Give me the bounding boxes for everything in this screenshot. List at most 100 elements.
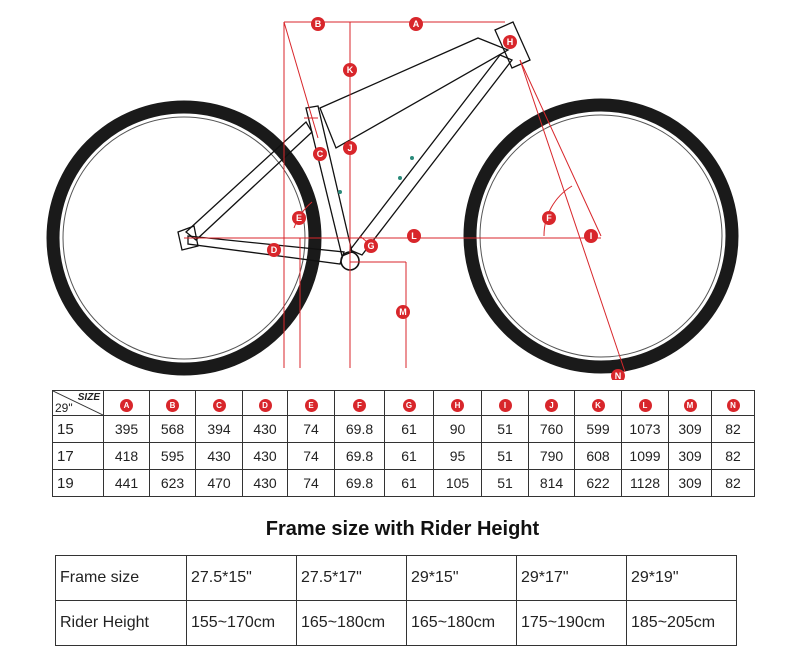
badge-h-label: H	[507, 37, 514, 47]
col-header-n: N	[711, 390, 755, 416]
badge-b-label: B	[315, 19, 322, 29]
col-header-g: G	[384, 390, 434, 416]
table-cell: 90	[433, 415, 482, 443]
badge-l: L	[407, 229, 421, 243]
badge-e-label: E	[296, 213, 302, 223]
table-cell: 1128	[621, 469, 669, 497]
col-header-m: M	[668, 390, 712, 416]
badge-h: H	[503, 35, 517, 49]
table-cell: 29*15"	[406, 555, 517, 601]
table-cell: 309	[668, 442, 712, 470]
badge-b: B	[311, 17, 325, 31]
badge-i-label: I	[590, 231, 593, 241]
col-header-e: E	[287, 390, 335, 416]
col-badge: A	[120, 398, 133, 412]
table-cell: 185~205cm	[626, 600, 737, 646]
table-row: 15 395 568 394 430 74 69.8 61 90 51 760 …	[52, 415, 755, 443]
dimension-badges: A B C D E F G H I J K L M N	[267, 17, 625, 380]
geometry-header-row: SIZE 29" A B C D E F G H I J K L M N	[52, 390, 755, 416]
col-badge: F	[353, 398, 366, 412]
rider-height-table: Frame size 27.5*15" 27.5*17" 29*15" 29*1…	[55, 555, 737, 646]
col-header-j: J	[528, 390, 575, 416]
col-badge: H	[451, 398, 464, 412]
table-cell: 470	[195, 469, 243, 497]
wheel-size-header: 29"	[55, 401, 73, 415]
table-cell: 430	[242, 469, 288, 497]
badge-i: I	[584, 229, 598, 243]
table-cell: 69.8	[334, 469, 385, 497]
col-header-k: K	[574, 390, 622, 416]
table-cell: 1099	[621, 442, 669, 470]
table-cell: 69.8	[334, 442, 385, 470]
col-badge: M	[683, 398, 697, 412]
badge-g-label: G	[367, 241, 374, 251]
table-cell: 105	[433, 469, 482, 497]
badge-e: E	[292, 211, 306, 225]
table-cell: 395	[103, 415, 150, 443]
badge-f: F	[542, 211, 556, 225]
table-row: Rider Height 155~170cm 165~180cm 165~180…	[55, 600, 737, 646]
table-cell: 441	[103, 469, 150, 497]
size-header: SIZE	[77, 392, 100, 403]
badge-a-label: A	[413, 19, 420, 29]
table-cell: 309	[668, 415, 712, 443]
rider-height-title: Frame size with Rider Height	[265, 518, 540, 540]
frame-accent-marks	[338, 156, 414, 194]
table-cell: 622	[574, 469, 622, 497]
table-cell: 51	[481, 415, 529, 443]
geometry-table: SIZE 29" A B C D E F G H I J K L M N 15 …	[52, 390, 755, 497]
table-cell: 82	[711, 442, 755, 470]
row-size: 19	[52, 469, 104, 497]
badge-c: C	[313, 147, 327, 161]
bike-frame-diagram: A B C D E F G H I J K L M N	[46, 17, 739, 380]
table-cell: 74	[287, 442, 335, 470]
badge-g: G	[364, 239, 378, 253]
table-cell: 430	[195, 442, 243, 470]
table-cell: 51	[481, 442, 529, 470]
col-badge: K	[591, 398, 605, 412]
badge-d: D	[267, 243, 281, 257]
table-cell: 790	[528, 442, 575, 470]
badge-d-label: D	[271, 245, 278, 255]
table-cell: 82	[711, 469, 755, 497]
table-cell: 599	[574, 415, 622, 443]
table-row: 19 441 623 470 430 74 69.8 61 105 51 814…	[52, 469, 755, 497]
col-badge: J	[545, 398, 558, 412]
badge-c-label: C	[317, 149, 324, 159]
table-cell: 74	[287, 415, 335, 443]
table-row: 17 418 595 430 430 74 69.8 61 95 51 790 …	[52, 442, 755, 470]
badge-m-label: M	[399, 307, 407, 317]
corner-diagonal	[53, 391, 103, 415]
table-cell: 418	[103, 442, 150, 470]
table-cell: 309	[668, 469, 712, 497]
size-wheel-corner: SIZE 29"	[52, 390, 104, 416]
table-cell: 623	[149, 469, 196, 497]
badge-f-label: F	[546, 213, 552, 223]
badge-k: K	[343, 63, 357, 77]
table-cell: 69.8	[334, 415, 385, 443]
row-size: 17	[52, 442, 104, 470]
table-cell: 165~180cm	[296, 600, 407, 646]
col-badge: D	[258, 398, 272, 412]
table-cell: 61	[384, 442, 434, 470]
table-cell: 82	[711, 415, 755, 443]
col-header-d: D	[242, 390, 288, 416]
badge-n: N	[611, 369, 625, 380]
table-row: Frame size 27.5*15" 27.5*17" 29*15" 29*1…	[55, 555, 737, 601]
table-cell: 760	[528, 415, 575, 443]
badge-j-label: J	[347, 143, 352, 153]
row-label: Frame size	[55, 555, 187, 601]
col-badge: G	[402, 398, 416, 412]
col-badge: E	[304, 398, 318, 412]
table-cell: 29*19"	[626, 555, 737, 601]
col-header-b: B	[149, 390, 196, 416]
col-header-h: H	[433, 390, 482, 416]
table-cell: 394	[195, 415, 243, 443]
table-cell: 568	[149, 415, 196, 443]
table-cell: 27.5*17"	[296, 555, 407, 601]
row-label: Rider Height	[55, 600, 187, 646]
table-cell: 61	[384, 415, 434, 443]
table-cell: 1073	[621, 415, 669, 443]
table-cell: 155~170cm	[186, 600, 297, 646]
table-cell: 430	[242, 442, 288, 470]
